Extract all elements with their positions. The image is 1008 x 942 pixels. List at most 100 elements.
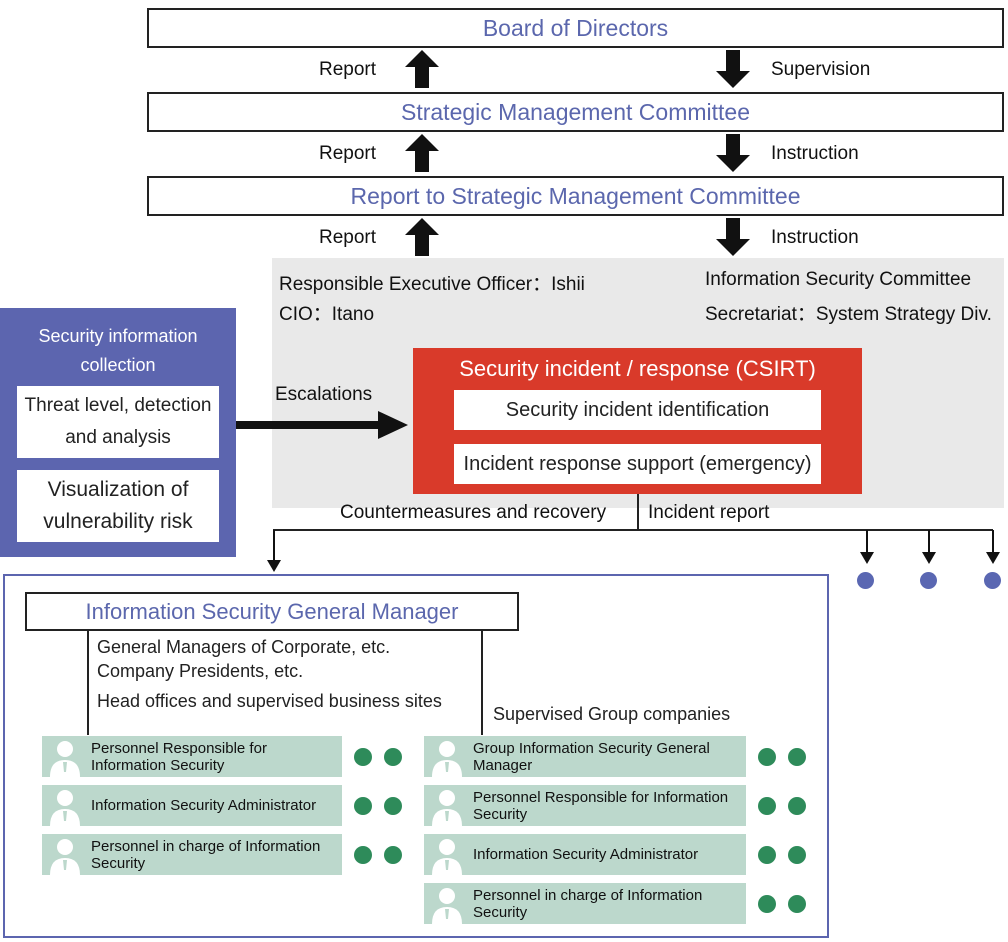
left-branch-line	[87, 631, 89, 735]
strategic-committee-label: Strategic Management Committee	[401, 98, 750, 125]
supervision-label: Supervision	[771, 59, 871, 80]
role-text-line2: Security	[473, 903, 528, 921]
status-dot	[384, 846, 402, 864]
target-dot	[920, 572, 937, 589]
threat-analysis-box: Threat level, detection and analysis	[17, 386, 219, 458]
gm-line1: General Managers of Corporate, etc.	[97, 637, 391, 657]
soc-title-line1: Security information collection	[38, 326, 198, 375]
secretariat-text: Secretariat：System Strategy Div.	[705, 304, 992, 325]
board-of-directors-box: Board of Directors	[147, 8, 1004, 48]
status-dot	[384, 797, 402, 815]
vulnerability-risk-line2: vulnerability risk	[43, 510, 193, 533]
report-label-3: Report	[319, 227, 377, 248]
role-text-line1: Personnel Responsible for Information	[473, 788, 729, 806]
strategic-committee-box: Strategic Management Committee	[147, 92, 1004, 132]
right-branch-line	[481, 631, 483, 735]
threat-analysis-line1: Threat level, detection	[24, 395, 212, 416]
committee-text: Information Security Committee	[705, 269, 972, 290]
report-to-strategic-label: Report to Strategic Management Committee	[350, 182, 801, 209]
status-dot	[354, 797, 372, 815]
status-dot	[758, 797, 776, 815]
arrow-down-left-icon	[267, 530, 281, 572]
incident-identification-label: Security incident identification	[505, 398, 770, 421]
incident-report-label: Incident report	[648, 502, 770, 523]
down-arrow-icon	[716, 50, 750, 88]
up-arrow-icon	[405, 218, 439, 256]
countermeasures-label: Countermeasures and recovery	[340, 502, 607, 523]
status-dot	[758, 748, 776, 766]
general-manager-box: Information Security General Manager	[25, 592, 519, 631]
person-icon	[432, 839, 462, 875]
status-dot	[788, 748, 806, 766]
target-dot	[857, 572, 874, 589]
role-text-line1: Group Information Security General	[473, 739, 710, 757]
arrow-down-icon	[860, 530, 874, 564]
person-icon	[432, 790, 462, 826]
person-icon	[432, 888, 462, 924]
escalation-arrow-icon	[236, 411, 408, 439]
escalations-label: Escalations	[275, 384, 373, 405]
person-icon	[432, 741, 462, 777]
gm-line3: Head offices and supervised business sit…	[97, 691, 442, 711]
status-dot	[758, 846, 776, 864]
person-icon	[50, 741, 80, 777]
role-text: Information Security Administrator	[88, 797, 316, 814]
incident-response-label: Incident response support (emergency)	[463, 452, 812, 475]
left-role-row: Information Security Administrator	[42, 785, 342, 826]
cio-text: CIO：Itano	[279, 304, 375, 325]
role-text-line1: Information Security Administrator	[473, 846, 699, 863]
arrow-down-icon	[986, 530, 1000, 564]
board-of-directors-label: Board of Directors	[482, 14, 669, 41]
vulnerability-risk-line1: Visualization of	[47, 478, 189, 501]
target-dot	[984, 572, 1001, 589]
soc-panel: Security information collection and moni…	[0, 308, 236, 557]
report-label-2: Report	[319, 143, 377, 164]
up-arrow-icon	[405, 134, 439, 172]
status-dot	[384, 748, 402, 766]
general-manager-title: Information Security General Manager	[85, 598, 459, 624]
report-label-1: Report	[319, 59, 377, 80]
instruction-label-1: Instruction	[771, 143, 859, 164]
csirt-title: Security incident / response (CSIRT)	[459, 356, 816, 381]
role-text: Information Security Administrator	[470, 846, 698, 863]
down-arrow-icon	[716, 134, 750, 172]
executive-officer-text: Responsible Executive Officer：Ishii	[279, 274, 585, 295]
role-text-line2: Manager	[473, 756, 533, 774]
status-dot	[788, 846, 806, 864]
gm-line2: Company Presidents, etc.	[97, 661, 304, 681]
report-to-strategic-box: Report to Strategic Management Committee	[147, 176, 1004, 216]
incident-response-box: Incident response support (emergency)	[454, 444, 821, 484]
right-role-row: Information Security Administrator	[424, 834, 746, 875]
csirt-down-line	[637, 494, 639, 530]
status-dot	[354, 748, 372, 766]
status-dot	[788, 797, 806, 815]
role-text-line1: Personnel in charge of Information	[91, 837, 321, 855]
status-dot	[354, 846, 372, 864]
status-dot	[758, 895, 776, 913]
person-icon	[50, 839, 80, 875]
role-text-line2: Security	[91, 854, 146, 872]
role-text-line1: Personnel in charge of Information	[473, 886, 703, 904]
instruction-label-2: Instruction	[771, 227, 859, 248]
role-text-line2: Security	[473, 805, 528, 823]
arrow-down-icon	[922, 530, 936, 564]
person-icon	[50, 790, 80, 826]
role-text-line1: Personnel Responsible for	[91, 739, 267, 757]
group-companies-label: Supervised Group companies	[493, 704, 731, 724]
distribution-line	[273, 529, 993, 531]
role-text-line1: Information Security Administrator	[91, 797, 317, 814]
incident-identification-box: Security incident identification	[454, 390, 821, 430]
down-arrow-icon	[716, 218, 750, 256]
vulnerability-risk-box: Visualization of vulnerability risk	[17, 470, 219, 542]
status-dot	[788, 895, 806, 913]
up-arrow-icon	[405, 50, 439, 88]
